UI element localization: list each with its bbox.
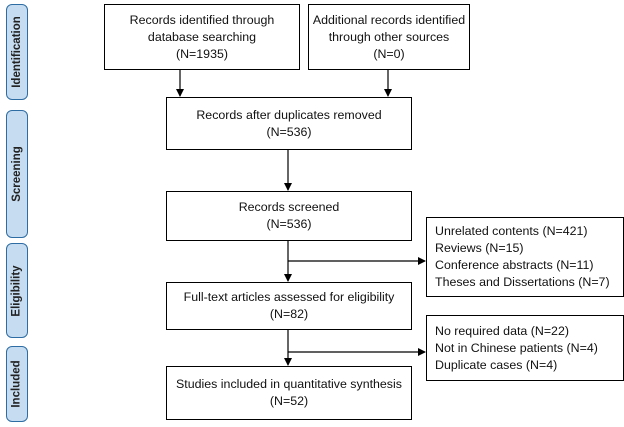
- screened-count: (N=536): [266, 217, 312, 231]
- database-line1: Records identified through: [129, 12, 275, 27]
- included-count: (N=52): [269, 394, 309, 408]
- box-database-records: Records identified through database sear…: [104, 4, 300, 70]
- included-line1: Studies included in quantitative synthes…: [176, 377, 402, 391]
- stage-screening: Screening: [6, 110, 28, 238]
- stage-identification: Identification: [6, 4, 28, 100]
- fulltext-count: (N=82): [269, 307, 309, 321]
- other-line1: Additional records identified: [312, 12, 466, 27]
- screened-line1: Records screened: [238, 200, 340, 214]
- stage-included: Included: [6, 346, 28, 422]
- excluded-fulltext-item: Not in Chinese patients (N=4): [435, 340, 598, 355]
- excluded-fulltext-item: No required data (N=22): [435, 323, 569, 338]
- other-line2: through other sources: [328, 29, 450, 44]
- box-records-screened: Records screened (N=536): [166, 191, 412, 241]
- excluded-fulltext-item: Duplicate cases (N=4): [435, 357, 558, 372]
- duplicates-line1: Records after duplicates removed: [196, 107, 382, 122]
- stage-eligibility: Eligibility: [6, 243, 28, 338]
- box-excluded-fulltext: No required data (N=22) Not in Chinese p…: [426, 315, 624, 381]
- other-count: (N=0): [373, 46, 405, 61]
- excluded-screen-item: Conference abstracts (N=11): [435, 258, 594, 272]
- excluded-screen-item: Unrelated contents (N=421): [435, 224, 588, 238]
- duplicates-count: (N=536): [266, 124, 312, 139]
- excluded-screen-item: Theses and Dissertations (N=7): [435, 275, 610, 289]
- box-excluded-screening: Unrelated contents (N=421) Reviews (N=15…: [426, 217, 624, 297]
- box-other-records: Additional records identified through ot…: [308, 4, 470, 70]
- excluded-screen-item: Reviews (N=15): [435, 241, 524, 255]
- box-fulltext-assessed: Full-text articles assessed for eligibil…: [166, 282, 412, 330]
- database-count: (N=1935): [175, 46, 228, 61]
- box-studies-included: Studies included in quantitative synthes…: [166, 366, 412, 420]
- box-duplicates-removed: Records after duplicates removed (N=536): [166, 97, 412, 150]
- fulltext-line1: Full-text articles assessed for eligibil…: [183, 290, 395, 304]
- database-line2: database searching: [147, 29, 257, 44]
